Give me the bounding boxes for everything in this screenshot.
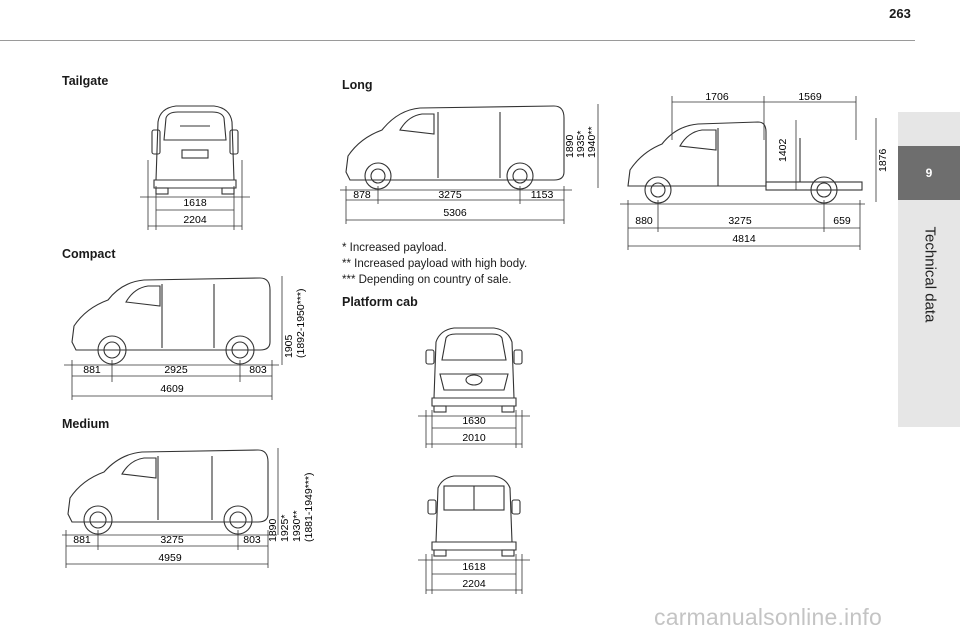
long-dim-front: 878 (353, 189, 371, 201)
medium-dim-length: 4959 (158, 552, 182, 564)
van-side-view-long (345, 105, 565, 190)
platform-rear-dim-overall: 2204 (462, 578, 486, 590)
platform-height-2: 1876 (877, 148, 889, 172)
platform-dim-top-1: 1706 (705, 91, 729, 103)
compact-dim-rear: 803 (249, 364, 267, 376)
platform-front-dim-overall: 2010 (462, 432, 486, 444)
platform-dim-length: 4814 (732, 233, 756, 245)
compact-dim-length: 4609 (160, 383, 184, 395)
platform-dim-rear: 659 (833, 215, 851, 227)
compact-title: Compact (62, 247, 116, 261)
header-rule (0, 40, 915, 41)
medium-height-2: 1925* (279, 515, 291, 542)
long-diagram: 878 3275 1153 5306 1890 1935* 1940** (340, 104, 599, 224)
platform-rear-dim-width: 1618 (462, 561, 486, 573)
platform-front-dim-width: 1630 (462, 415, 486, 427)
medium-height-3: 1930** (291, 510, 303, 542)
long-dim-wheelbase: 3275 (438, 189, 462, 201)
compact-diagram: 881 2925 803 4609 1905 (1892-1950***) (64, 276, 307, 400)
medium-dim-rear: 803 (243, 534, 261, 546)
platform-rear-diagram: 1618 2204 (418, 475, 530, 594)
platform-dim-top-2: 1569 (798, 91, 822, 103)
long-title: Long (342, 78, 373, 92)
chapter-title: Technical data (921, 226, 939, 323)
tailgate-title: Tailgate (62, 74, 109, 88)
long-dim-rear: 1153 (531, 189, 554, 201)
tailgate-diagram: 1618 2204 (140, 105, 250, 230)
platform-dim-wheelbase: 3275 (728, 215, 752, 227)
platform-front-diagram: 1630 2010 (418, 327, 530, 448)
platform-dim-front: 880 (635, 215, 653, 227)
platform-cab-side-view (627, 121, 863, 204)
long-dim-length: 5306 (443, 207, 467, 219)
watermark: carmanualsonline.info (654, 604, 882, 630)
platform-cab-title: Platform cab (342, 295, 418, 309)
compact-dim-front: 881 (83, 364, 101, 376)
long-height-3: 1940** (586, 126, 598, 158)
medium-dim-front: 881 (73, 534, 91, 546)
footnote-2: ** Increased payload with high body. (342, 258, 528, 270)
compact-height-1: 1905 (283, 334, 295, 358)
medium-title: Medium (62, 417, 110, 431)
cab-rear-view (427, 475, 521, 557)
medium-diagram: 881 3275 803 4959 1890 1925* 1930** (188… (62, 448, 315, 568)
long-height-1: 1890 (564, 134, 576, 158)
footnotes: * Increased payload. ** Increased payloa… (342, 240, 527, 288)
medium-height-4: (1881-1949***) (303, 473, 315, 542)
chapter-number-badge[interactable]: 9 (898, 146, 960, 200)
medium-height-1: 1890 (267, 518, 279, 542)
page-number: 263 (889, 6, 911, 21)
compact-height-2: (1892-1950***) (295, 289, 307, 358)
compact-dim-wheelbase: 2925 (164, 364, 188, 376)
tailgate-dim-overall: 2204 (183, 214, 207, 226)
van-side-view-medium (67, 449, 269, 535)
medium-dim-wheelbase: 3275 (160, 534, 184, 546)
platform-height-1: 1402 (777, 138, 789, 162)
footnote-1: * Increased payload. (342, 242, 447, 254)
long-height-2: 1935* (575, 131, 587, 158)
tailgate-dim-width: 1618 (183, 197, 207, 209)
van-side-view-compact (71, 277, 271, 365)
van-front-view (425, 327, 523, 413)
platform-side-diagram: 1706 1569 1402 1876 880 3275 659 4814 (620, 91, 889, 250)
van-rear-view (151, 105, 239, 195)
footnote-3: *** Depending on country of sale. (342, 274, 512, 286)
